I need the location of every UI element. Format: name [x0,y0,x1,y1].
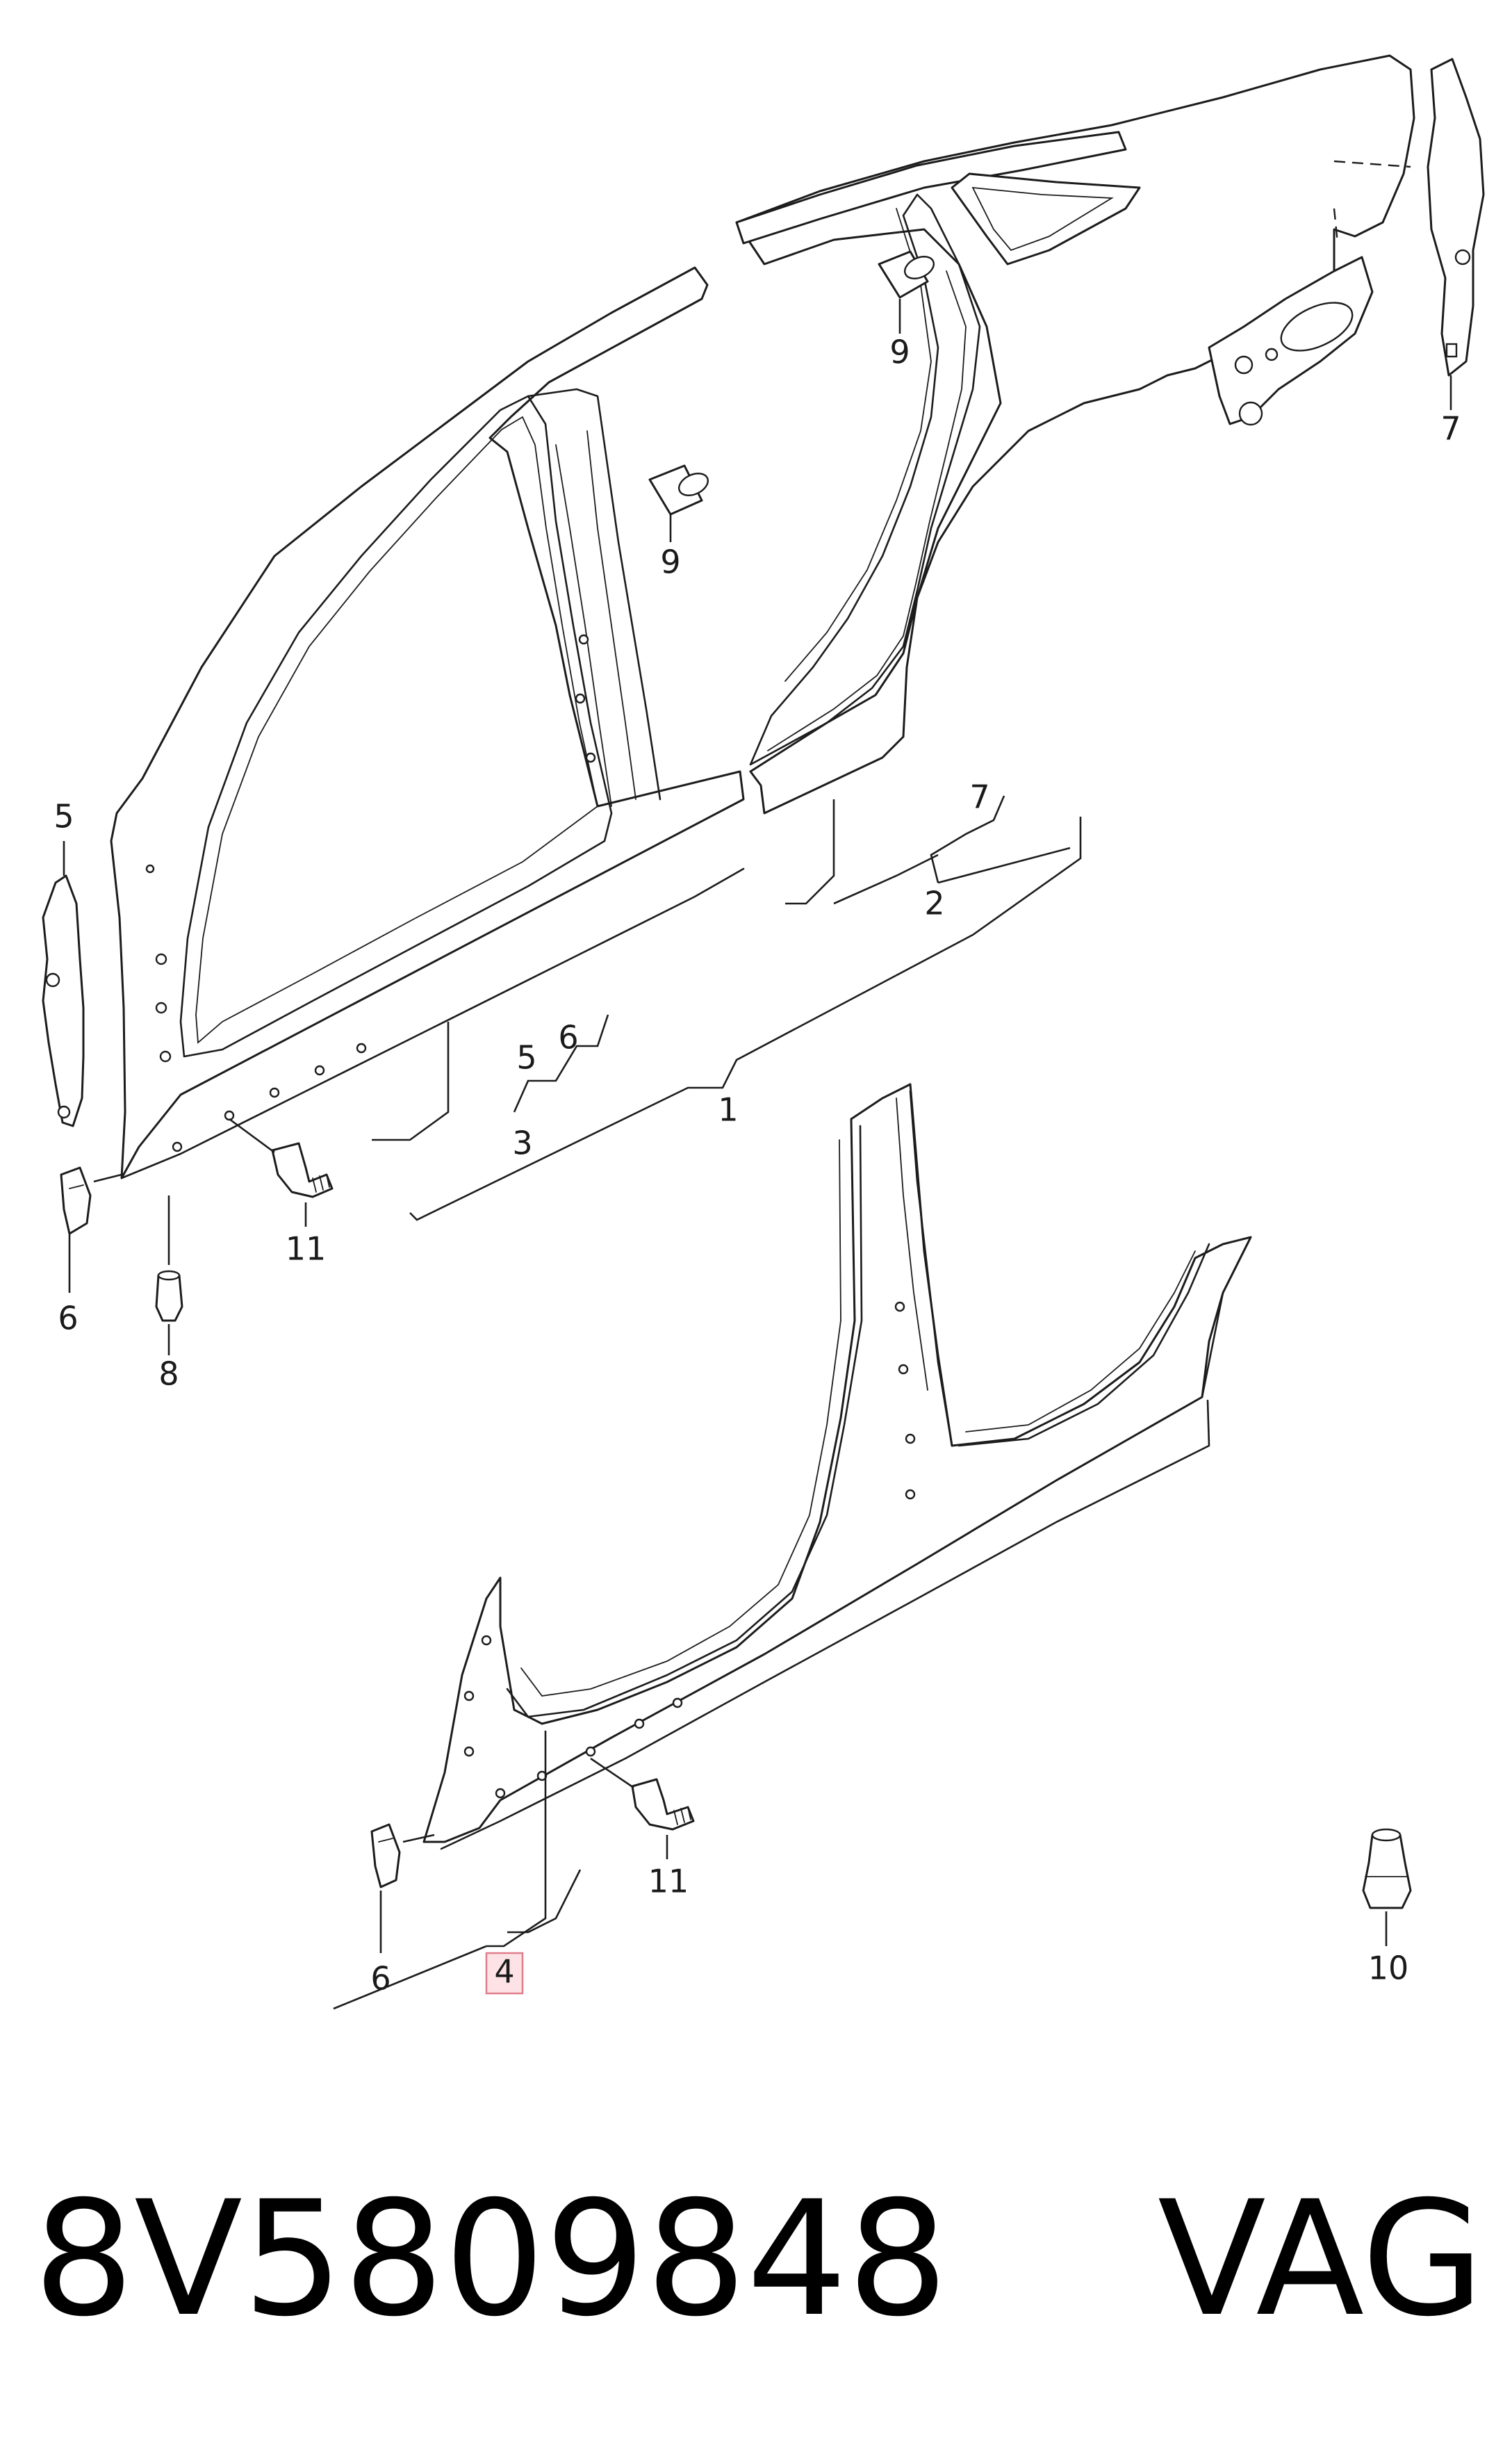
callout-5-left: 5 [54,798,74,835]
part-number: 8V5809848 [33,2166,948,2351]
roof-rail [735,131,1127,245]
clip-6-lower [370,1823,401,1888]
quarter-window [951,172,1141,266]
callout-6-left: 6 [58,1300,78,1337]
callout-7-top: 7 [1440,410,1461,448]
callout-4: 4 [494,1953,514,1991]
sill-lower-edge [120,867,745,1179]
callout-6-bottom: 6 [370,1960,391,1998]
clip-6-upper [60,1166,92,1235]
side-panel-front [110,266,745,1179]
callout-6-mid: 6 [558,1019,578,1056]
callout-10: 10 [1368,1950,1409,1987]
footer: 8V5809848 VAG [0,2141,1512,2377]
spacer-sleeve-9-upper [878,250,935,299]
callout-4-highlight [485,1952,524,1995]
callout-7-mid: 7 [969,778,989,816]
callout-11-bottom: 11 [648,1863,689,1900]
callout-9-mid: 9 [660,544,680,581]
brand-label: VAG [1157,2166,1484,2351]
callout-1: 1 [718,1091,738,1129]
side-panel-rear [735,54,1415,815]
a-pillar-bracket-5 [42,874,85,1127]
rivet-nut-10 [1362,1828,1412,1909]
callout-5-mid: 5 [516,1039,536,1077]
b-pillar [527,388,662,801]
callout-3: 3 [512,1125,532,1162]
rivet-nut-8 [155,1270,183,1322]
front-door-opening-inner [195,416,599,1044]
sill-panel-4 [422,1083,1252,1850]
rear-door-opening [749,193,981,766]
callout-9-top: 9 [889,334,910,371]
bolt-11-lower [631,1778,695,1831]
spacer-sleeve-9-lower [648,464,709,516]
callout-2: 2 [924,885,944,922]
rear-bracket-7 [1427,58,1485,377]
callout-11-top: 11 [286,1230,327,1268]
side-panel-assembly [110,54,1415,1179]
front-door-opening [179,395,613,1058]
callout-8: 8 [158,1355,179,1393]
bolt-11-upper [271,1142,334,1198]
